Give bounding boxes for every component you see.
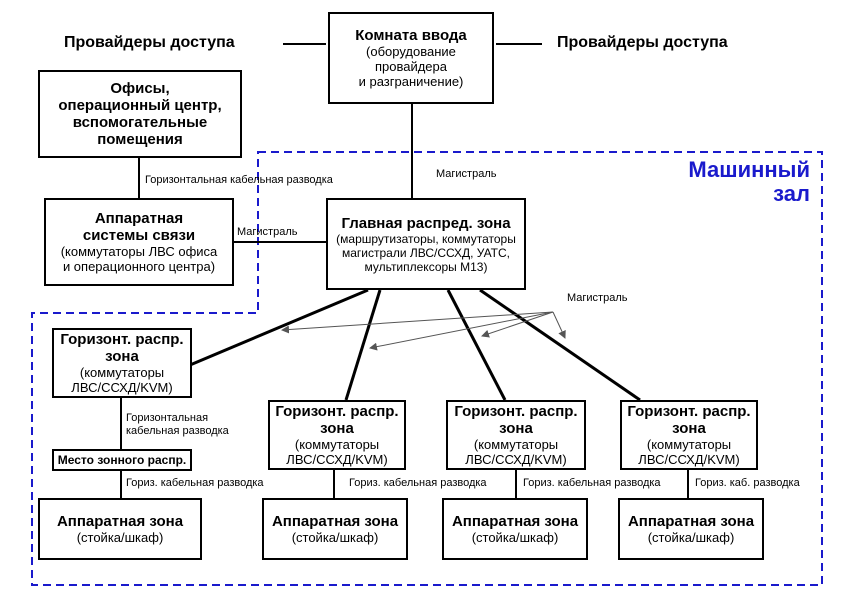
node-eda1-title: Аппаратная зона xyxy=(56,513,184,530)
node-eda2-sub: (стойка/шкаф) xyxy=(291,530,379,545)
arrow-backbone-2 xyxy=(369,311,554,351)
node-offices: Офисы, операционный центр, вспомогательн… xyxy=(38,70,242,158)
link-mda-hda2 xyxy=(344,289,382,401)
node-hda-1: Горизонт. распр. зона (коммутаторы ЛВС/С… xyxy=(52,328,192,398)
node-equipment-area-4: Аппаратная зона (стойка/шкаф) xyxy=(618,498,764,560)
node-hda2-sub: (коммутаторы ЛВС/ССХД/KVM) xyxy=(286,437,388,467)
label-horiz-hda4: Гориз. каб. разводка xyxy=(695,477,800,489)
label-backbone-entrance: Магистраль xyxy=(436,168,497,180)
node-hda1-title: Горизонт. распр. зона xyxy=(60,331,184,365)
node-equipment-area-2: Аппаратная зона (стойка/шкаф) xyxy=(262,498,408,560)
link-mda-hda4 xyxy=(479,288,641,402)
node-hda3-title: Горизонт. распр. зона xyxy=(454,403,578,437)
node-telecom-title: Аппаратная системы связи xyxy=(82,210,196,244)
node-telecom-sub: (коммутаторы ЛВС офиса и операционного ц… xyxy=(60,244,218,274)
node-entrance-room: Комната ввода (оборудование провайдера и… xyxy=(328,12,494,104)
providers-left-label: Провайдеры доступа xyxy=(64,34,235,51)
node-telecom-room: Аппаратная системы связи (коммутаторы ЛВ… xyxy=(44,198,234,286)
node-offices-title: Офисы, операционный центр, вспомогательн… xyxy=(58,80,222,148)
node-hda-4: Горизонт. распр. зона (коммутаторы ЛВС/С… xyxy=(620,400,758,470)
node-main-distribution: Главная распред. зона (маршрутизаторы, к… xyxy=(326,198,526,290)
node-zone-distribution: Место зонного распр. xyxy=(52,449,192,471)
node-hda1-sub: (коммутаторы ЛВС/ССХД/KVM) xyxy=(71,365,173,395)
node-eda4-title: Аппаратная зона xyxy=(627,513,755,530)
node-hda2-title: Горизонт. распр. зона xyxy=(275,403,399,437)
node-eda1-sub: (стойка/шкаф) xyxy=(76,530,164,545)
node-eda4-sub: (стойка/шкаф) xyxy=(647,530,735,545)
arrow-backbone-3 xyxy=(481,311,554,338)
node-mda-title: Главная распред. зона xyxy=(341,214,511,232)
node-hda-3: Горизонт. распр. зона (коммутаторы ЛВС/С… xyxy=(446,400,586,470)
node-entrance-title: Комната ввода xyxy=(355,27,467,44)
node-equipment-area-3: Аппаратная зона (стойка/шкаф) xyxy=(442,498,588,560)
label-horiz-hda3: Гориз. кабельная разводка xyxy=(523,477,661,489)
machine-room-border xyxy=(31,151,823,586)
arrow-backbone-4 xyxy=(552,311,566,339)
label-backbone-hda: Магистраль xyxy=(567,292,628,304)
label-horizontal-hda1: Горизонтальная кабельная разводка xyxy=(126,412,229,437)
node-equipment-area-1: Аппаратная зона (стойка/шкаф) xyxy=(38,498,202,560)
label-horizontal-offices: Горизонтальная кабельная разводка xyxy=(145,174,333,186)
node-mda-sub: (маршрутизаторы, коммутаторы магистрали … xyxy=(336,231,516,274)
node-eda3-title: Аппаратная зона xyxy=(451,513,579,530)
machine-room-label: Машинный зал xyxy=(688,157,810,206)
node-hda-2: Горизонт. распр. зона (коммутаторы ЛВС/С… xyxy=(268,400,406,470)
label-horiz-hda2: Гориз. кабельная разводка xyxy=(349,477,487,489)
label-backbone-telecom: Магистраль xyxy=(237,226,298,238)
arrow-backbone-1 xyxy=(281,311,554,334)
link-mda-hda3 xyxy=(446,289,507,401)
label-horiz-zda: Гориз. кабельная разводка xyxy=(126,477,264,489)
node-hda3-sub: (коммутаторы ЛВС/ССХД/KVM) xyxy=(465,437,567,467)
node-zda-title: Место зонного распр. xyxy=(57,452,187,467)
node-eda2-title: Аппаратная зона xyxy=(271,513,399,530)
node-eda3-sub: (стойка/шкаф) xyxy=(471,530,559,545)
node-hda4-sub: (коммутаторы ЛВС/ССХД/KVM) xyxy=(638,437,740,467)
node-hda4-title: Горизонт. распр. зона xyxy=(627,403,751,437)
providers-right-label: Провайдеры доступа xyxy=(557,34,728,51)
node-entrance-sub: (оборудование провайдера и разграничение… xyxy=(358,44,464,89)
link-mda-hda1 xyxy=(189,288,369,367)
